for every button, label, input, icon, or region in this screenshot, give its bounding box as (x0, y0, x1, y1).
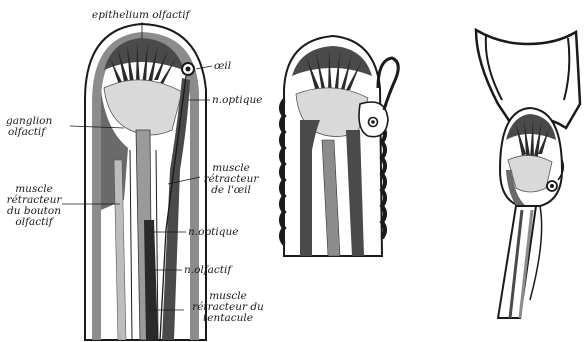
label-n-olfactif: n.olfactif (184, 265, 231, 275)
label-epithelium-olfactif: epithelium olfactif (92, 10, 189, 20)
label-n-optique-mid: n.optique (188, 227, 238, 237)
label-ganglion-line2: olfactif (8, 127, 45, 137)
label-muscle-tentacule-line3: tentacule (180, 313, 276, 323)
label-muscle-bouton-line1: muscle (2, 184, 66, 194)
label-muscle-tentacule-line2: rétracteur du (180, 302, 276, 312)
label-muscle-oeil-line1: muscle (198, 163, 264, 173)
figure-half-retracted (281, 36, 398, 256)
label-ganglion-line1: ganglion (6, 116, 52, 126)
label-n-optique-top: n.optique (212, 95, 262, 105)
label-muscle-oeil-line2: rétracteur (198, 174, 264, 184)
label-muscle-oeil-line3: de l'œil (198, 185, 264, 195)
label-muscle-bouton-line4: olfactif (2, 217, 66, 227)
label-muscle-tentacule-line1: muscle (180, 291, 276, 301)
figure-retracted (476, 30, 580, 318)
label-muscle-bouton-line2: rétracteur (2, 195, 66, 205)
label-oeil: œil (214, 61, 231, 71)
label-muscle-bouton-line3: du bouton (2, 206, 66, 216)
